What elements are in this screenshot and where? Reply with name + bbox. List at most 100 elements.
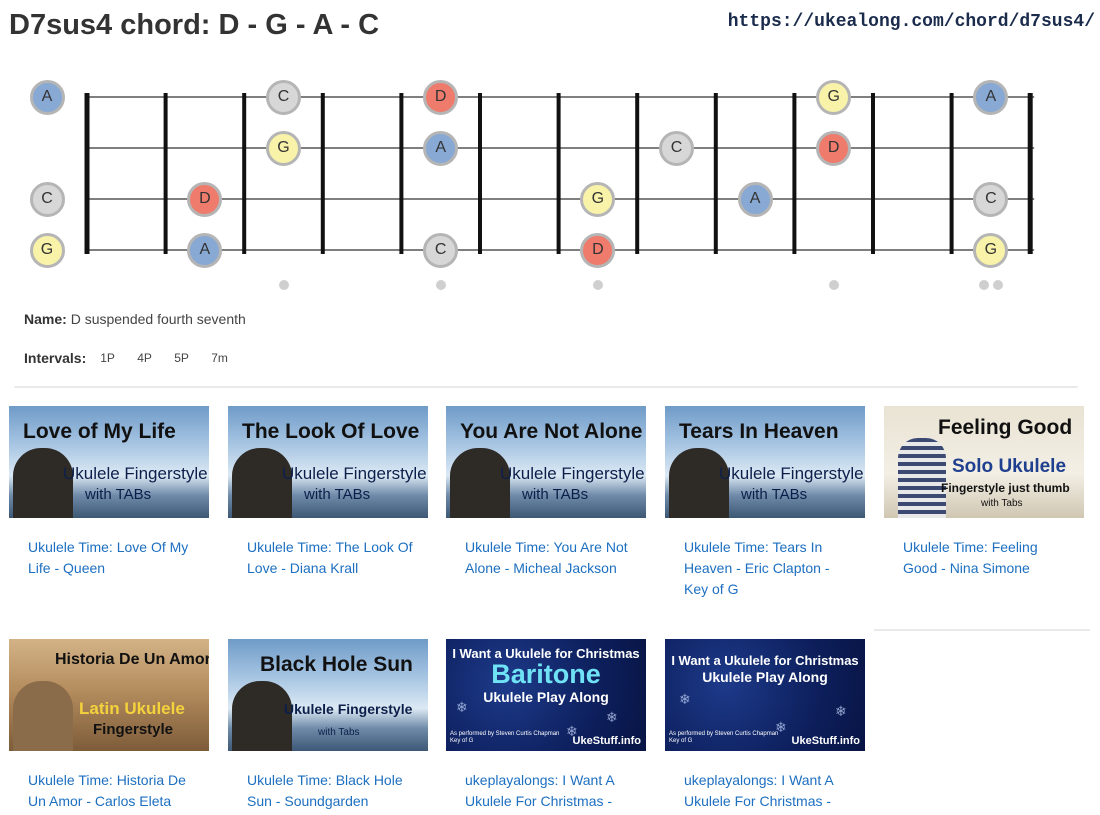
note-marker-g: G: [973, 232, 1009, 268]
fret-inlay-dot: [435, 280, 446, 290]
thumbnail-caption: with Tabs: [318, 727, 360, 738]
interval-root: 1P: [100, 351, 115, 365]
video-thumbnail[interactable]: ❄ ❄ ❄ I Want a Ukulele for Christmas Uku…: [665, 639, 865, 751]
thumbnail-credit: As performed by Steven Curtis Chapman Ke…: [450, 731, 560, 744]
fret-inlay-dot: [592, 280, 603, 290]
thumbnail-caption: with TABs: [85, 486, 152, 503]
chord-name-row: Name: D suspended fourth seventh: [24, 311, 246, 327]
thumbnail-caption: Ukulele Play Along: [483, 689, 609, 705]
thumbnail-heading: Love of My Life: [23, 420, 176, 443]
chord-name-value: D suspended fourth seventh: [70, 311, 246, 327]
note-marker-c: C: [29, 181, 65, 217]
thumbnail-heading: Historia De Un Amor: [55, 651, 209, 668]
note-marker-g: G: [29, 232, 65, 268]
snowflake-icon: ❄: [775, 719, 787, 735]
chord-intervals-row: Intervals: 1P 4P 5P 7m: [24, 350, 234, 366]
thumbnail-heading: I Want a Ukulele for Christmas: [671, 653, 859, 668]
video-card[interactable]: The Look Of Love Ukulele Fingerstyle wit…: [228, 406, 428, 579]
note-marker-d: D: [423, 79, 459, 115]
video-title-link[interactable]: ukeplayalongs: I Want A Ukulele For Chri…: [465, 772, 614, 809]
thumbnail-subtitle: Ukulele Fingerstyle: [282, 464, 427, 483]
video-card[interactable]: Love of My Life Ukulele Fingerstyle with…: [9, 406, 209, 579]
note-marker-g: G: [266, 130, 301, 166]
performer-image: [232, 681, 292, 751]
thumbnail-caption: with TABs: [741, 486, 808, 503]
row-divider: [874, 629, 1090, 631]
thumbnail-brand: UkeStuff.info: [791, 735, 860, 747]
snowflake-icon: ❄: [566, 723, 578, 739]
thumbnail-subtitle: Ukulele Play Along: [702, 669, 828, 685]
thumbnail-subtitle: Latin Ukulele: [79, 699, 185, 718]
note-marker-a: A: [737, 181, 773, 217]
video-card[interactable]: Black Hole Sun Ukulele Fingerstyle with …: [228, 639, 428, 812]
fret-inlay-dot: [828, 280, 839, 290]
thumbnail-subtitle: Solo Ukulele: [952, 456, 1067, 477]
snowflake-icon: ❄: [679, 691, 691, 707]
note-marker-a: A: [973, 79, 1009, 115]
video-thumbnail[interactable]: Black Hole Sun Ukulele Fingerstyle with …: [228, 639, 428, 751]
video-thumbnail[interactable]: The Look Of Love Ukulele Fingerstyle wit…: [228, 406, 428, 518]
video-thumbnail[interactable]: You Are Not Alone Ukulele Fingerstyle wi…: [446, 406, 646, 518]
thumbnail-caption: with TABs: [304, 486, 371, 503]
video-card[interactable]: Tears In Heaven Ukulele Fingerstyle with…: [665, 406, 865, 600]
video-title-link[interactable]: Ukulele Time: Historia De Un Amor - Carl…: [28, 772, 186, 809]
video-title-link[interactable]: Ukulele Time: Feeling Good - Nina Simone: [903, 539, 1038, 576]
thumbnail-heading: The Look Of Love: [242, 420, 420, 443]
video-title-link[interactable]: Ukulele Time: Tears In Heaven - Eric Cla…: [684, 539, 830, 597]
note-marker-a: A: [29, 79, 65, 115]
thumbnail-subtitle: Ukulele Fingerstyle: [63, 464, 208, 483]
interval-fifth: 5P: [174, 351, 189, 365]
fret-inlay-dot: [992, 280, 1003, 290]
note-marker-d: D: [816, 130, 852, 166]
video-thumbnail[interactable]: Love of My Life Ukulele Fingerstyle with…: [9, 406, 209, 518]
thumbnail-heading: Feeling Good: [938, 416, 1073, 439]
video-title-link[interactable]: Ukulele Time: You Are Not Alone - Michea…: [465, 539, 628, 576]
snowflake-icon: ❄: [456, 699, 468, 715]
note-marker-g: G: [816, 79, 852, 115]
thumbnail-note: with Tabs: [981, 498, 1023, 509]
section-divider: [14, 386, 1078, 388]
video-card[interactable]: ❄ ❄ ❄ I Want a Ukulele for Christmas Bar…: [446, 639, 646, 812]
intervals-label: Intervals:: [24, 350, 87, 366]
thumbnail-heading: I Want a Ukulele for Christmas: [452, 646, 640, 661]
video-card[interactable]: Feeling Good Solo Ukulele Fingerstyle ju…: [884, 406, 1084, 579]
note-marker-c: C: [973, 181, 1009, 217]
performer-image: [898, 438, 946, 518]
performer-image: [450, 448, 510, 518]
video-thumbnail[interactable]: ❄ ❄ ❄ I Want a Ukulele for Christmas Bar…: [446, 639, 646, 751]
fret-inlay-dot: [278, 280, 289, 290]
note-marker-g: G: [580, 181, 616, 217]
note-marker-a: A: [423, 130, 459, 166]
thumbnail-subtitle: Ukulele Fingerstyle: [719, 464, 864, 483]
page-title: D7sus4 chord: D - G - A - C: [9, 9, 380, 41]
video-thumbnail[interactable]: Historia De Un Amor Latin Ukulele Finger…: [9, 639, 209, 751]
thumbnail-caption: Fingerstyle just thumb: [941, 481, 1070, 495]
fret-inlay-dot: [978, 280, 989, 290]
video-card[interactable]: You Are Not Alone Ukulele Fingerstyle wi…: [446, 406, 646, 579]
video-title-link[interactable]: ukeplayalongs: I Want A Ukulele For Chri…: [684, 772, 833, 809]
performer-image: [13, 448, 73, 518]
video-card[interactable]: ❄ ❄ ❄ I Want a Ukulele for Christmas Uku…: [665, 639, 865, 812]
video-thumbnail[interactable]: Feeling Good Solo Ukulele Fingerstyle ju…: [884, 406, 1084, 518]
video-title-link[interactable]: Ukulele Time: The Look Of Love - Diana K…: [247, 539, 413, 576]
snowflake-icon: ❄: [835, 703, 847, 719]
thumbnail-caption: Fingerstyle: [93, 721, 174, 738]
performer-image: [232, 448, 292, 518]
video-card[interactable]: Historia De Un Amor Latin Ukulele Finger…: [9, 639, 209, 812]
performer-image: [669, 448, 729, 518]
performer-image: [13, 681, 73, 751]
page-url[interactable]: https://ukealong.com/chord/d7sus4/: [727, 12, 1095, 32]
thumbnail-credit: As performed by Steven Curtis Chapman Ke…: [669, 731, 779, 744]
video-thumbnail[interactable]: Tears In Heaven Ukulele Fingerstyle with…: [665, 406, 865, 518]
video-title-link[interactable]: Ukulele Time: Black Hole Sun - Soundgard…: [247, 772, 403, 809]
video-title-link[interactable]: Ukulele Time: Love Of My Life - Queen: [28, 539, 189, 576]
note-marker-d: D: [187, 181, 223, 217]
note-marker-c: C: [423, 232, 459, 268]
interval-fourth: 4P: [137, 351, 152, 365]
interval-minor-seventh: 7m: [211, 351, 228, 365]
thumbnail-heading: Black Hole Sun: [260, 653, 413, 676]
thumbnail-subtitle: Baritone: [491, 659, 601, 689]
page-header: D7sus4 chord: D - G - A - C https://ukea…: [9, 4, 1095, 46]
thumbnail-heading: You Are Not Alone: [460, 420, 643, 443]
